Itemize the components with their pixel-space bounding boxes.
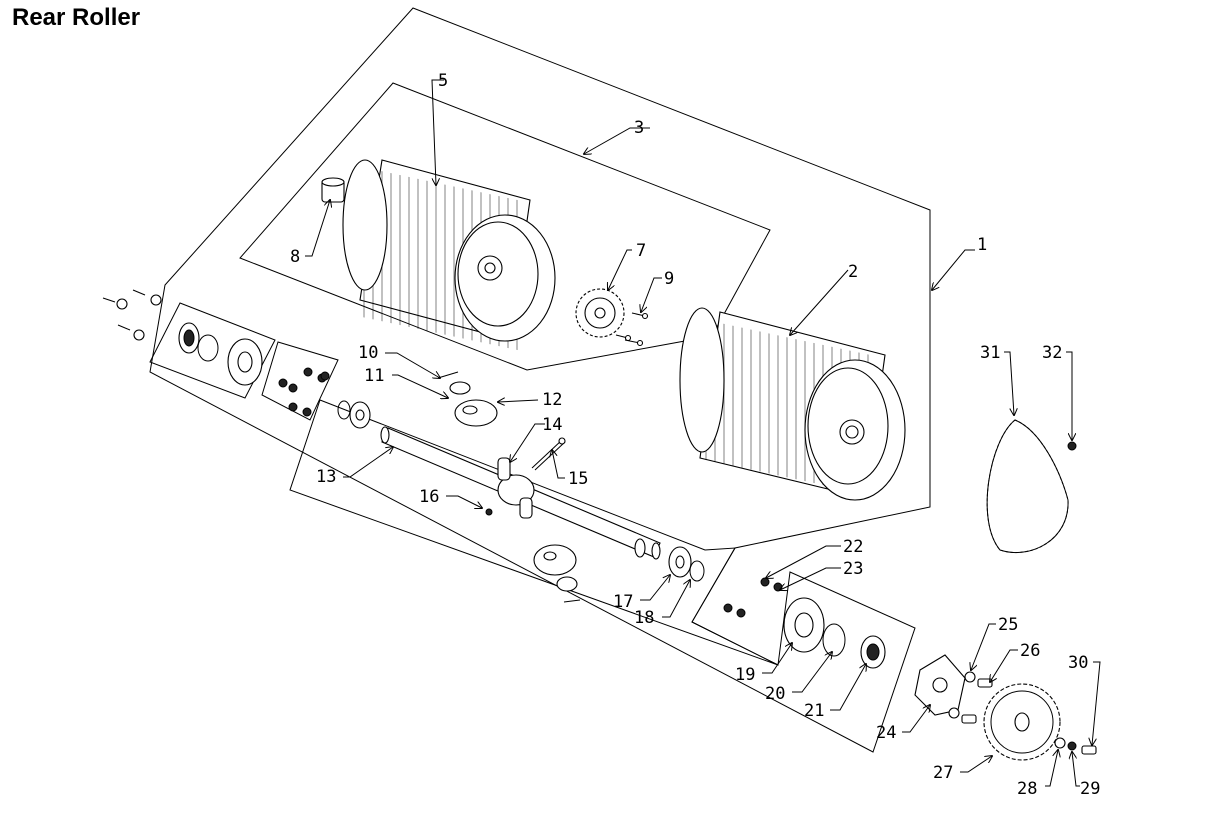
left-end-hardware (102, 289, 263, 386)
roller-drum-lower (679, 307, 906, 501)
callout-32: 32 (1042, 343, 1062, 363)
bolts-part-9 (615, 312, 649, 347)
callout-19: 19 (735, 665, 755, 685)
set-screw-part-16 (485, 508, 493, 516)
flange-cap-part-12 (454, 399, 498, 427)
callout-1: 1 (977, 235, 987, 255)
callout-30: 30 (1068, 653, 1088, 673)
pin-part-14-15 (531, 437, 566, 471)
bushing-part-8 (321, 177, 345, 203)
callout-5: 5 (438, 71, 448, 91)
page-title: Rear Roller (12, 4, 141, 31)
callout-16: 16 (419, 487, 439, 507)
shaft-washers-left (337, 400, 371, 429)
outline-nut-group (261, 341, 339, 421)
chain-link-part-32 (1067, 441, 1077, 451)
callout-22: 22 (843, 537, 863, 557)
callout-25: 25 (998, 615, 1018, 635)
callout-2: 2 (848, 262, 858, 282)
callout-21: 21 (804, 701, 824, 721)
washer-and-ring-parts-17-18 (668, 546, 705, 582)
callout-labels: 1 2 3 5 7 8 9 10 11 12 13 14 15 16 17 18… (290, 71, 1100, 799)
pin-and-clip-parts-10-11 (437, 371, 471, 395)
shaft-part-13 (380, 426, 661, 560)
callout-8: 8 (290, 247, 300, 267)
sprocket-hub-part-7 (575, 288, 625, 338)
callout-26: 26 (1020, 641, 1040, 661)
nut-group (278, 367, 330, 417)
callout-29: 29 (1080, 779, 1100, 799)
bolts-parts-25-26 (948, 671, 993, 724)
nuts-parts-22-23 (723, 577, 783, 618)
callout-7: 7 (636, 241, 646, 261)
chain-part-31 (986, 419, 1069, 554)
outline-shaft-group (289, 399, 779, 666)
callout-9: 9 (664, 269, 674, 289)
callout-15: 15 (568, 469, 588, 489)
callout-24: 24 (876, 723, 896, 743)
roller-drum-upper (342, 159, 556, 351)
callout-12: 12 (542, 390, 562, 410)
callout-23: 23 (843, 559, 863, 579)
right-end-flange-bearing (783, 597, 886, 669)
callout-10: 10 (358, 343, 378, 363)
plate-part-24 (914, 654, 966, 716)
callout-13: 13 (316, 467, 336, 487)
sprocket-part-27 (983, 683, 1061, 761)
outline-roller-assembly-3 (239, 82, 771, 371)
outline-end-plate-group (149, 302, 276, 399)
callout-3: 3 (634, 118, 644, 138)
callout-11: 11 (364, 366, 384, 386)
callout-17: 17 (613, 592, 633, 612)
callout-18: 18 (634, 608, 654, 628)
callout-14: 14 (542, 415, 562, 435)
callout-28: 28 (1017, 779, 1037, 799)
washers-bolt-parts-28-29-30 (1054, 737, 1097, 755)
lower-flange-cap (533, 544, 581, 603)
callout-31: 31 (980, 343, 1000, 363)
leader-lines (305, 79, 1101, 787)
callout-20: 20 (765, 684, 785, 704)
callout-27: 27 (933, 763, 953, 783)
